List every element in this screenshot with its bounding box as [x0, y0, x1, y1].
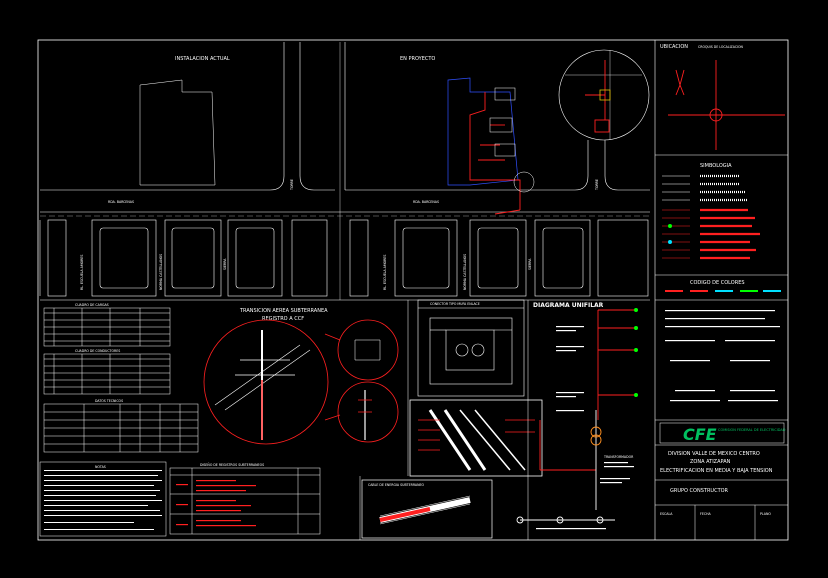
scale-label: ESCALA [660, 512, 673, 516]
division-text: DIVISION VALLE DE MEXICO CENTRO [668, 451, 760, 457]
legend-title: SIMBOLOGIA [700, 163, 732, 169]
street-vertical-c: SIERRA [223, 258, 227, 270]
registry-detail [417, 299, 525, 397]
color-code-swatches [665, 290, 781, 292]
company-text: GRUPO CONSTRUCTOR [670, 488, 729, 494]
colors-title: CODIGO DE COLORES [690, 280, 745, 286]
transition-title: TRANSICION AEREA SUBTERRANEA [239, 308, 328, 314]
table-3-title: DATOS TECNICOS [95, 399, 123, 403]
plan-project-title: EN PROYECTO [400, 56, 435, 62]
design-table [169, 467, 321, 535]
right-panel-frame [654, 40, 788, 540]
street-vertical-a: RL. ESCUELA AMORES [80, 255, 84, 290]
zone-text: ZONA ATIZAPAN [690, 459, 731, 465]
street-label-2: RDA. BARCENAS [413, 200, 439, 204]
right-notes [665, 310, 780, 402]
design-table-red-text [176, 480, 256, 527]
unifilar-diagram [516, 308, 638, 524]
sheet-label: PLANO [760, 512, 771, 516]
legend-rows [662, 174, 760, 260]
bracket-detail [409, 399, 543, 477]
location-map [668, 60, 785, 150]
transformer-label: TRANSFORMADOR [603, 455, 634, 459]
svg-text:CFE: CFE [683, 425, 717, 444]
unifilar-labels [536, 326, 634, 530]
project-text: ELECTRIFICACION EN MEDIA Y BAJA TENSION [660, 468, 773, 474]
street-label-1: RDA. BARCENAS [108, 200, 134, 204]
transition-subtitle: REGISTRO A CCF [262, 316, 304, 322]
street-torre-1: TORRE [290, 179, 294, 191]
location-title: UBICACION [660, 44, 688, 50]
unifilar-title: DIAGRAMA UNIFILAR [533, 302, 604, 309]
table-2-title: CUADRO DE CONDUCTORES [75, 349, 120, 353]
cable-detail [361, 479, 493, 539]
plan-view [39, 42, 650, 301]
table-1-title: CUADRO DE CARGAS [75, 303, 109, 307]
design-title: DISEÑO DE REGISTROS SUBTERRANEOS [200, 462, 264, 467]
street-vertical-b: NORMA CASTELLANOS [159, 254, 163, 290]
location-subtitle: CROQUIS DE LOCALIZACION [698, 45, 744, 49]
street-torre-2: TORRE [595, 179, 599, 191]
connector-title: CONECTOR TIPO MUFA ENLACE [430, 302, 480, 306]
cfe-logo: CFE COMISION FEDERAL DE ELECTRICIDAD [659, 422, 786, 444]
transition-detail [203, 319, 399, 445]
notes-block [39, 461, 167, 537]
notes-title: NOTAS [95, 465, 106, 469]
cfe-logo-caption: COMISION FEDERAL DE ELECTRICIDAD [718, 428, 786, 432]
date-label: FECHA [700, 512, 711, 516]
sheet-border [37, 39, 789, 541]
load-tables [43, 307, 199, 453]
project-building [447, 77, 519, 186]
street-vertical-f: SIERRA [528, 258, 532, 270]
street-vertical-e: NORMA CASTELLANOS [463, 254, 467, 290]
plan-current-title: INSTALACION ACTUAL [175, 56, 230, 62]
project-feeders [469, 92, 521, 215]
cable-title: CABLE DE ENERGIA SUBTERRANEO [368, 483, 424, 487]
street-vertical-d: RL. ESCUELA AMORES [383, 255, 387, 290]
